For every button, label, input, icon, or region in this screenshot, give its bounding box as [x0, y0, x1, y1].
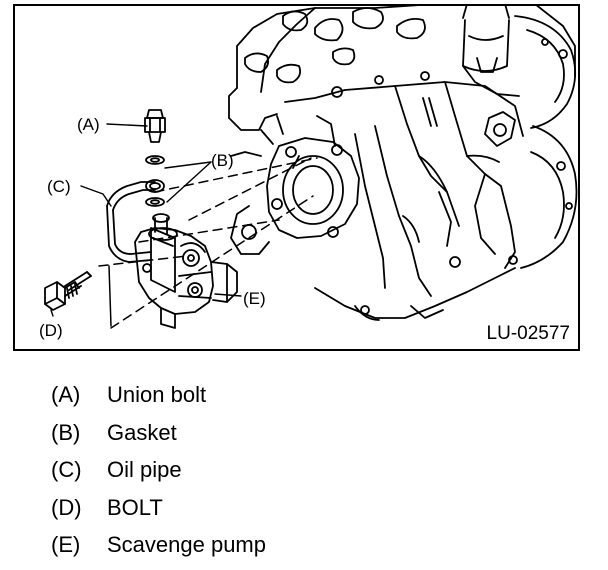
legend-key: (C): [51, 457, 82, 482]
legend-text: Oil pipe: [107, 457, 182, 482]
oil-pipe-part: [106, 179, 165, 263]
union-bolt-part: [144, 109, 166, 143]
scavenge-pump-part: [134, 213, 238, 329]
legend-text: Union bolt: [107, 382, 207, 407]
callout-c: (C): [47, 177, 71, 196]
legend-row-b: (B) Gasket: [51, 419, 491, 457]
callout-a: (A): [77, 115, 100, 134]
parts-legend: (A) Union bolt (B) Gasket (C) Oil pipe (…: [51, 381, 491, 569]
legend-row-e: (E) Scavenge pump: [51, 531, 491, 569]
legend-key: (A): [51, 382, 81, 407]
legend-key: (B): [51, 419, 81, 445]
bolt-part: [44, 271, 92, 311]
legend-row-d: (D) BOLT: [51, 494, 491, 532]
callout-b: (B): [211, 151, 234, 170]
legend-text: Scavenge pump: [107, 532, 266, 557]
legend-text: Gasket: [107, 419, 177, 445]
figure-code: LU-02577: [486, 323, 570, 344]
leader-lines: [50, 123, 242, 317]
legend-row-a: (A) Union bolt: [51, 381, 491, 419]
callout-d: (D): [39, 321, 63, 340]
legend-text: BOLT: [107, 494, 163, 520]
legend-key: (D): [51, 494, 82, 520]
legend-key: (E): [51, 532, 81, 557]
engine-block-drawing: [228, 6, 578, 321]
legend-row-c: (C) Oil pipe: [51, 456, 491, 494]
pump-mounting-flange: [230, 115, 360, 255]
callout-e: (E): [243, 289, 266, 308]
figure-frame: (A) (B) (C) (D) (E) LU-02577: [13, 4, 580, 351]
exploded-view-diagram: (A) (B) (C) (D) (E): [39, 6, 578, 340]
gasket-parts: [145, 155, 165, 207]
